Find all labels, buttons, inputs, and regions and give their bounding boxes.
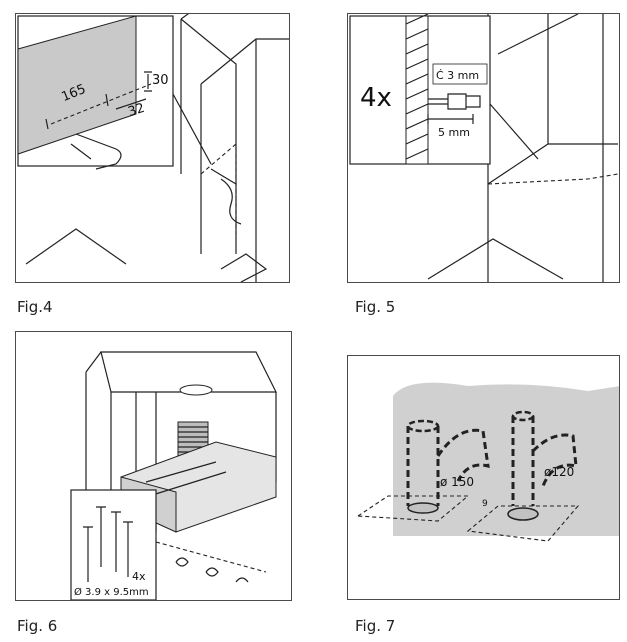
drill-size-label: Ć 3 mm — [436, 69, 479, 82]
dim-30-label: 30 — [152, 73, 169, 88]
figure-5-panel: 4x Ć 3 mm 5 mm — [347, 13, 620, 283]
figure-6-drawing: 4x Ø 3.9 x 9.5mm — [70, 351, 277, 600]
screw-count-label: 4x — [132, 570, 146, 583]
mark-9-label: 9 — [482, 499, 488, 509]
figure-6-panel: 4x Ø 3.9 x 9.5mm — [15, 331, 292, 601]
screw-size-label: Ø 3.9 x 9.5mm — [74, 586, 149, 598]
figure-5-drawing: 4x Ć 3 mm 5 mm — [349, 14, 619, 282]
figure-6-caption: Fig. 6 — [17, 617, 58, 635]
count-4x-label: 4x — [360, 83, 392, 113]
figure-7-drawing: ø 150 ø120 9 — [356, 382, 619, 542]
figure-7-caption: Fig. 7 — [355, 617, 396, 635]
figure-7-panel: ø 150 ø120 9 — [347, 355, 620, 600]
figure-4-panel: 165 32 30 — [15, 13, 290, 283]
pipe-120-label: ø120 — [544, 465, 574, 479]
pipe-150-label: ø 150 — [440, 475, 474, 489]
figure-4-caption: Fig.4 — [17, 298, 53, 316]
figure-4-drawing: 165 32 30 — [17, 14, 289, 282]
figure-5-caption: Fig. 5 — [355, 298, 396, 316]
dim-32-label: 32 — [126, 101, 146, 120]
drill-depth-label: 5 mm — [438, 126, 470, 139]
